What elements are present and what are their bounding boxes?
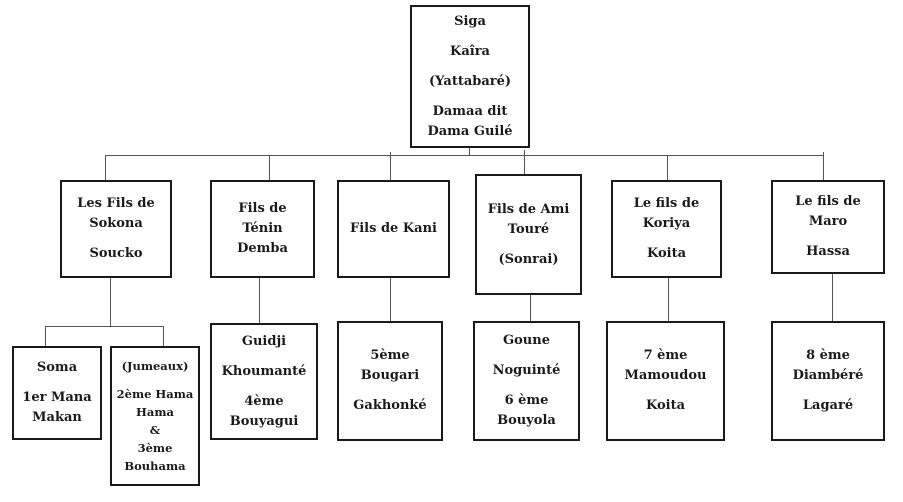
node-fils-kani: Fils de Kani: [337, 180, 450, 278]
node-text: Le fils de: [633, 196, 700, 211]
node-text: Noguinté: [492, 363, 561, 378]
node-fils-tenin: Fils de Ténin Demba: [210, 180, 315, 278]
node-text: Gakhonké: [353, 398, 427, 413]
node-text: Bouyagui: [229, 413, 299, 429]
connector-to-maro: [823, 152, 824, 180]
node-text: 1er Mana: [22, 390, 92, 405]
node-text: Sokona: [89, 216, 143, 231]
connector-to-soma: [45, 326, 46, 346]
node-text: Les Fils de: [77, 196, 155, 211]
node-text: Demba: [237, 241, 288, 256]
node-text: Lagaré: [802, 398, 854, 413]
node-text: 6 ème: [504, 393, 549, 408]
node-diambere: 8 ème Diambéré Lagaré: [771, 321, 885, 441]
connector-tenin-down: [259, 278, 260, 323]
node-text: 5ème: [370, 348, 410, 363]
connector-root-down: [469, 148, 470, 155]
node-text: Goune: [503, 333, 550, 348]
node-text: Makan: [32, 410, 82, 425]
node-text: Bouyola: [497, 413, 556, 428]
node-text: Koriya: [642, 216, 691, 231]
node-root-siga: Siga Kaîra (Yattabaré) Damaa dit Dama Gu…: [410, 5, 530, 148]
node-text: (Yattabaré): [428, 73, 512, 89]
node-text: Koita: [645, 398, 686, 413]
node-mamoudou: 7 ème Mamoudou Koita: [606, 321, 725, 441]
node-text: Le fils de: [795, 194, 861, 209]
node-goune: Goune Noguinté 6 ème Bouyola: [473, 321, 580, 441]
node-text: 2ème Hama: [116, 387, 194, 401]
connector-to-kani: [390, 152, 391, 180]
connector-to-ami: [524, 150, 525, 182]
node-fils-sokona: Les Fils de Sokona Soucko: [60, 180, 172, 278]
connector-to-koriya: [667, 155, 668, 180]
node-text: 8 ème: [806, 348, 850, 363]
connector-to-tenin: [269, 155, 270, 180]
connector-sokona-bar: [45, 326, 163, 327]
node-text: Siga: [454, 13, 486, 29]
node-text: (Jumeaux): [121, 359, 189, 373]
node-text: Hama: [136, 405, 174, 419]
node-text: Guidji: [241, 333, 287, 349]
node-text: (Sonrai): [498, 251, 559, 267]
node-text: Bougari: [360, 368, 420, 383]
node-text: Touré: [507, 221, 550, 237]
connector-kani-down: [390, 278, 391, 321]
node-jumeaux: (Jumeaux) 2ème Hama Hama & 3ème Bouhama: [110, 346, 200, 486]
node-soma: Soma 1er Mana Makan: [12, 346, 102, 440]
connector-sokona-down: [110, 278, 111, 326]
connector-main-bar: [105, 155, 823, 156]
node-text: Soma: [36, 360, 78, 375]
node-text: &: [149, 423, 161, 437]
node-text: Mamoudou: [624, 368, 707, 383]
node-text: Fils de Kani: [350, 221, 437, 236]
connector-maro-down: [832, 274, 833, 321]
node-text: Dama Guilé: [427, 123, 513, 139]
node-fils-ami: Fils de Ami Touré (Sonrai): [475, 174, 582, 295]
node-text: Hassa: [806, 244, 850, 259]
node-fils-maro: Le fils de Maro Hassa: [771, 180, 885, 274]
node-text: Maro: [808, 214, 848, 229]
connector-to-jumeaux: [163, 326, 164, 346]
node-text: Koita: [646, 246, 687, 261]
node-text: Fils de Ami: [487, 201, 570, 217]
node-bougari: 5ème Bougari Gakhonké: [337, 321, 443, 441]
connector-to-sokona: [105, 155, 106, 180]
node-text: Soucko: [89, 246, 143, 261]
node-text: 7 ème: [643, 348, 688, 363]
node-text: Fils de: [238, 201, 287, 216]
node-text: Kaîra: [450, 43, 490, 59]
node-text: Diambéré: [792, 368, 864, 383]
node-text: Ténin: [242, 221, 283, 236]
node-text: 3ème: [137, 441, 173, 455]
connector-koriya-down: [668, 278, 669, 321]
node-text: Bouhama: [124, 459, 186, 473]
node-fils-koriya: Le fils de Koriya Koita: [611, 180, 722, 278]
node-text: Khoumanté: [221, 363, 307, 379]
node-text: 4ème: [244, 393, 284, 409]
node-text: Damaa dit: [432, 103, 508, 119]
connector-ami-down: [530, 295, 531, 321]
node-guidji: Guidji Khoumanté 4ème Bouyagui: [210, 323, 318, 440]
